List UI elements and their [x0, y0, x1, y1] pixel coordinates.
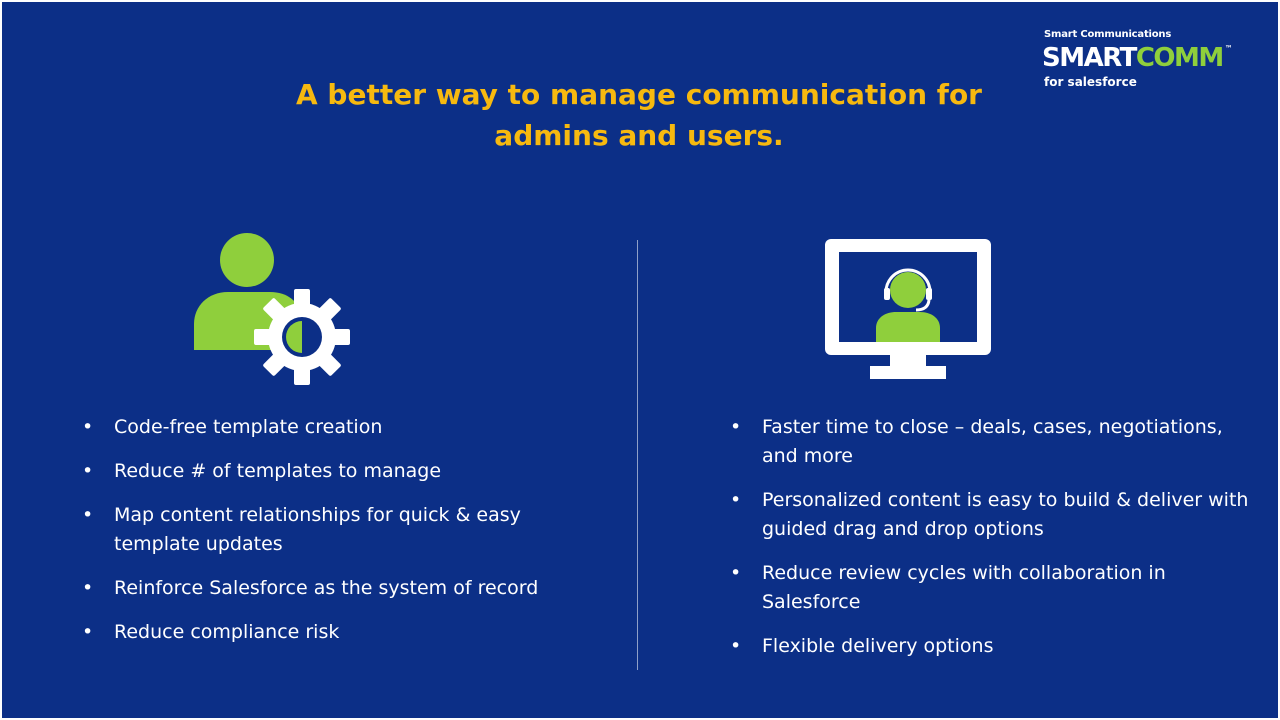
list-item: Reduce review cycles with collaboration …	[730, 559, 1260, 617]
list-item: Code-free template creation	[82, 413, 602, 442]
list-item: Reduce # of templates to manage	[82, 457, 602, 486]
list-item: Faster time to close – deals, cases, neg…	[730, 413, 1260, 471]
admin-gear-icon	[190, 232, 355, 387]
logo-wordmark-comm: COMM	[1135, 43, 1224, 73]
monitor-support-agent-icon	[822, 236, 994, 382]
list-item: Reinforce Salesforce as the system of re…	[82, 574, 602, 603]
slide-title-line-2: admins and users.	[494, 119, 784, 152]
slide-title-line-1: A better way to manage communication for	[296, 78, 982, 111]
list-item: Personalized content is easy to build & …	[730, 486, 1260, 544]
column-divider	[637, 240, 638, 670]
logo-tagline: for salesforce	[1044, 75, 1137, 89]
list-item: Flexible delivery options	[730, 632, 1260, 661]
logo-wordmark-smart: SMART	[1042, 43, 1137, 73]
logo-trademark: ™	[1224, 44, 1233, 53]
slide-title: A better way to manage communication for…	[232, 74, 1046, 156]
list-item: Reduce compliance risk	[82, 618, 602, 647]
user-benefits-list: Faster time to close – deals, cases, neg…	[730, 413, 1260, 676]
list-item: Map content relationships for quick & ea…	[82, 501, 602, 559]
logo-company-name: Smart Communications	[1044, 29, 1172, 40]
admin-benefits-list: Code-free template creation Reduce # of …	[82, 413, 602, 662]
